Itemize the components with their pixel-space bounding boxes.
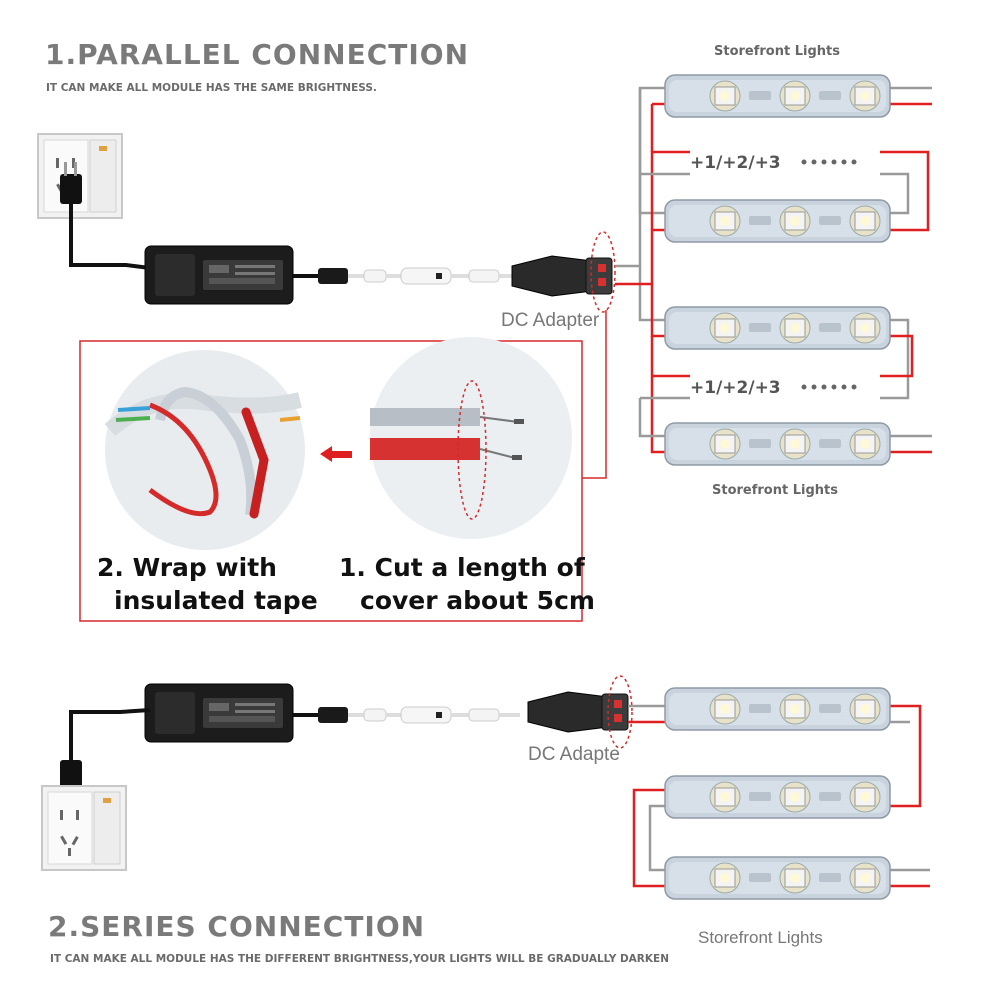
step-2-line-2: insulated tape	[114, 586, 318, 615]
power-cord-series	[69, 708, 151, 792]
callout-line	[582, 310, 607, 479]
count-dots-1	[801, 159, 857, 165]
step-1-line-2: cover about 5cm	[360, 586, 595, 615]
count-dots-2	[801, 384, 857, 390]
led-module-3	[664, 306, 891, 350]
cut-length-marker	[457, 380, 487, 520]
parallel-wires	[615, 86, 932, 454]
step-1-line-1: 1. Cut a length of	[339, 553, 586, 582]
storefront-lights-label-top: Storefront Lights	[714, 44, 840, 59]
dc-adapter-label-top: DC Adapter	[501, 310, 600, 331]
plug-icon	[60, 162, 82, 204]
dc-adapter-icon	[511, 255, 613, 297]
series-title: 2.SERIES CONNECTION	[48, 910, 425, 943]
step-2-line-1: 2. Wrap with	[97, 553, 277, 582]
count-label-1: +1/+2/+3	[690, 153, 781, 173]
dc-adapter-icon-series	[527, 691, 629, 733]
storefront-lights-label-series: Storefront Lights	[698, 928, 823, 947]
power-supply-icon	[144, 245, 294, 305]
led-module-2	[664, 199, 891, 243]
cut-area-marker	[590, 231, 616, 313]
wall-outlet-icon-series	[41, 785, 127, 871]
led-module-series-3	[664, 856, 891, 900]
led-module-series-1	[664, 687, 891, 731]
cut-area-marker-series	[607, 675, 633, 749]
cut-cover-photo	[370, 337, 572, 539]
connector-icon	[363, 269, 387, 283]
parallel-title: 1.PARALLEL CONNECTION	[45, 38, 469, 71]
dc-plug	[318, 268, 348, 284]
dimmer-icon	[400, 267, 452, 285]
led-module-series-2	[664, 775, 891, 819]
power-cord	[69, 204, 151, 270]
series-wires	[628, 704, 930, 888]
parallel-subtitle: IT CAN MAKE ALL MODULE HAS THE SAME BRIG…	[46, 82, 377, 94]
led-module-1	[664, 74, 891, 118]
led-module-4	[664, 422, 891, 466]
power-supply-icon-series	[144, 683, 294, 743]
series-subtitle: IT CAN MAKE ALL MODULE HAS THE DIFFERENT…	[50, 953, 669, 965]
arrow-left-icon	[320, 446, 352, 462]
storefront-lights-label-bottom: Storefront Lights	[712, 483, 838, 498]
wrap-tape-photo	[104, 350, 305, 550]
count-label-2: +1/+2/+3	[690, 378, 781, 398]
dc-adapter-label-series: DC Adapte	[528, 744, 620, 765]
dimmer-icon-series	[400, 706, 452, 724]
